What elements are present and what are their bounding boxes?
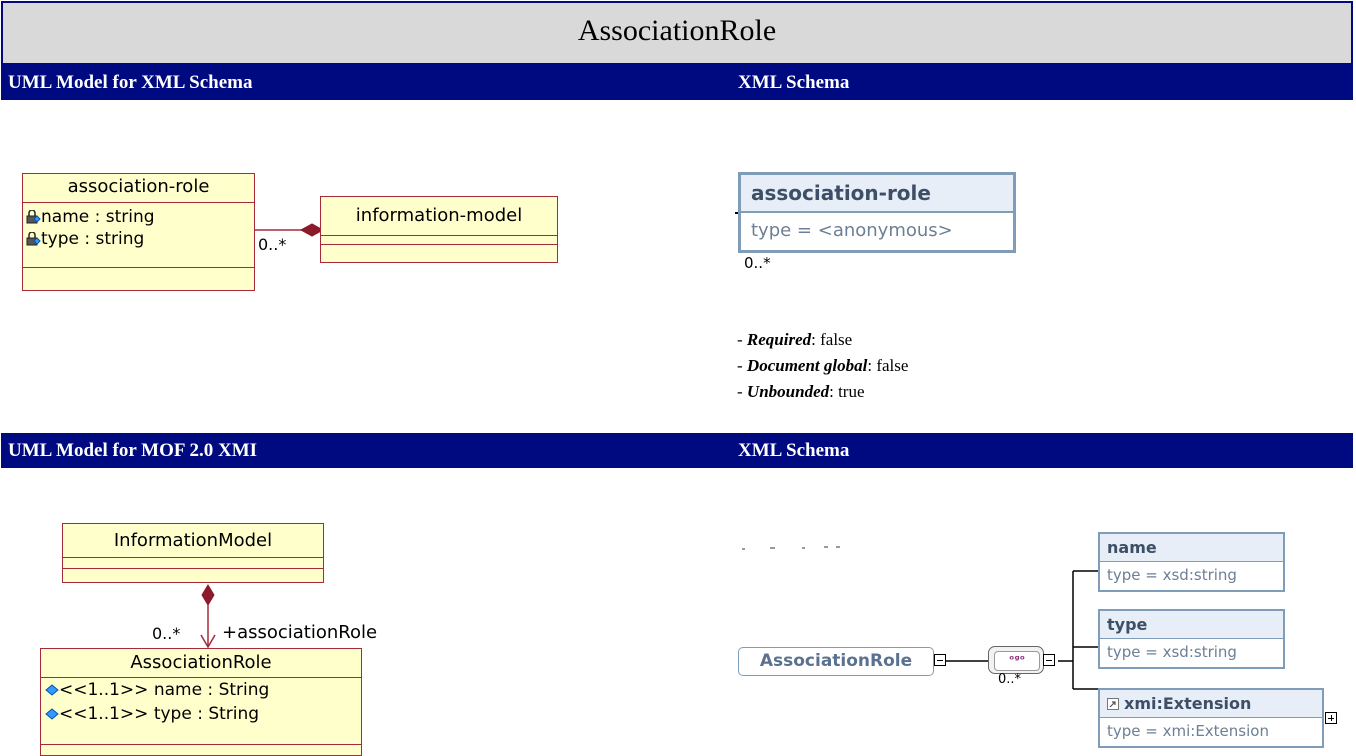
attribute-lock-icon bbox=[25, 208, 41, 224]
attribute-lock-icon bbox=[25, 230, 41, 246]
uml-separator bbox=[41, 744, 361, 745]
attribute-diamond-icon bbox=[45, 679, 59, 696]
faint-artifact bbox=[742, 546, 840, 550]
uml-attribute: <<1..1>> name : String bbox=[41, 678, 361, 702]
xsd-element-name: association-role bbox=[741, 175, 1013, 213]
xsd-child-name: name type = xsd:string bbox=[1098, 532, 1285, 592]
uml-class-name: information-model bbox=[321, 197, 557, 236]
composition-connector-vertical bbox=[200, 584, 216, 649]
property-required: - Required: false bbox=[737, 330, 853, 349]
xsd-element-name: xmi:Extension bbox=[1124, 694, 1252, 713]
xsd-element-type: type = xsd:string bbox=[1107, 566, 1237, 584]
multiplicity-label: 0..* bbox=[258, 235, 287, 254]
xsd-root-associationrole: AssociationRole bbox=[738, 647, 934, 676]
property-unbounded: - Unbounded: true bbox=[737, 382, 865, 401]
xsd-child-type: type type = xsd:string bbox=[1098, 609, 1285, 669]
connector-tick bbox=[735, 212, 738, 214]
xsd-element-name: name bbox=[1100, 534, 1283, 562]
sequence-compositor-icon: ᵒᵍᵒ bbox=[988, 646, 1044, 674]
top-right-heading: XML Schema bbox=[738, 72, 850, 93]
property-value: : false bbox=[867, 356, 909, 375]
property-document-global: - Document global: false bbox=[737, 356, 909, 375]
xsd-element-type: type = xsd:string bbox=[1107, 643, 1237, 661]
uml-separator bbox=[23, 267, 254, 268]
xsd-element-name-row: xmi:Extension bbox=[1100, 690, 1322, 718]
uml-attribute: type : string bbox=[23, 228, 254, 250]
page-title: AssociationRole bbox=[577, 14, 777, 47]
uml-class-informationmodel: InformationModel bbox=[62, 523, 324, 583]
expand-icon[interactable] bbox=[1325, 712, 1337, 724]
attribute-type: type : string bbox=[41, 229, 145, 249]
property-label: Required bbox=[746, 330, 812, 349]
attribute-type: <<1..1>> type : String bbox=[59, 704, 260, 724]
uml-class-associationrole: AssociationRole <<1..1>> name : String <… bbox=[40, 648, 362, 756]
xsd-element-association-role: association-role type = <anonymous> bbox=[738, 172, 1016, 253]
collapse-icon[interactable] bbox=[1043, 654, 1055, 666]
reference-icon bbox=[1107, 698, 1119, 710]
mof-role-label: +associationRole bbox=[222, 622, 378, 643]
uml-attribute: name : string bbox=[23, 206, 254, 228]
bottom-left-heading: UML Model for MOF 2.0 XMI bbox=[8, 440, 258, 461]
title-bar: AssociationRole bbox=[1, 1, 1353, 65]
attribute-name: name : string bbox=[41, 207, 155, 227]
attribute-name: <<1..1>> name : String bbox=[59, 680, 270, 700]
uml-separator bbox=[63, 568, 323, 569]
uml-separator bbox=[321, 244, 557, 245]
uml-class-name: association-role bbox=[23, 174, 254, 203]
uml-class-association-role: association-role name : string type : st… bbox=[22, 173, 255, 291]
bottom-right-heading: XML Schema bbox=[738, 440, 850, 461]
uml-class-name: AssociationRole bbox=[41, 649, 361, 678]
property-label: Document global bbox=[746, 356, 868, 375]
section-header-top: UML Model for XML Schema XML Schema bbox=[1, 65, 1353, 100]
xsd-element-type: type = <anonymous> bbox=[751, 220, 953, 241]
collapse-icon[interactable] bbox=[934, 654, 946, 666]
top-left-heading: UML Model for XML Schema bbox=[8, 72, 253, 93]
xsd-element-name: type bbox=[1100, 611, 1283, 639]
uml-attribute: <<1..1>> type : String bbox=[41, 702, 361, 726]
property-value: : false bbox=[811, 330, 853, 349]
attribute-diamond-icon bbox=[45, 703, 59, 720]
mof-multiplicity: 0..* bbox=[152, 624, 181, 643]
xsd-connector-lines bbox=[946, 570, 1098, 690]
section-header-bottom: UML Model for MOF 2.0 XMI XML Schema bbox=[1, 433, 1353, 468]
property-value: : true bbox=[829, 382, 865, 401]
xsd-child-xmi-extension: xmi:Extension type = xmi:Extension bbox=[1098, 688, 1324, 748]
sequence-multiplicity: 0..* bbox=[998, 672, 1022, 687]
xsd-element-type: type = xmi:Extension bbox=[1107, 722, 1269, 740]
uml-class-information-model: information-model bbox=[320, 196, 558, 263]
xsd-multiplicity: 0..* bbox=[744, 254, 771, 272]
uml-class-name: InformationModel bbox=[63, 524, 323, 558]
property-label: Unbounded bbox=[746, 382, 830, 401]
